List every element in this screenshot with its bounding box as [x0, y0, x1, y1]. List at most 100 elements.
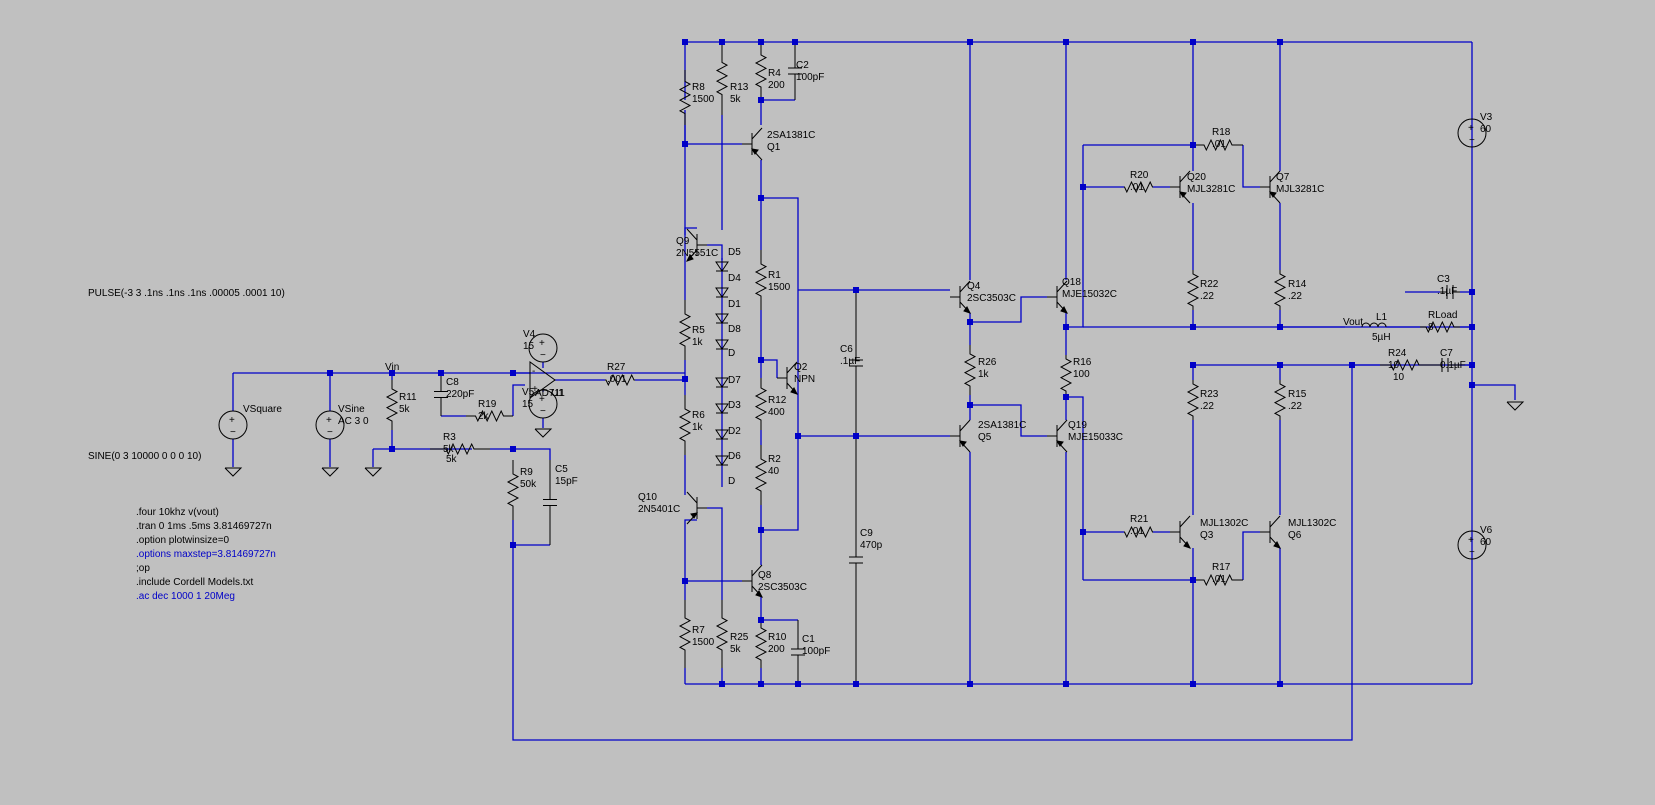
- r23-value-label: .22: [1200, 401, 1214, 412]
- resistor-icon[interactable]: [754, 620, 768, 668]
- resistor-icon[interactable]: [430, 442, 490, 456]
- resistor-icon[interactable]: [1124, 180, 1153, 194]
- npn-transistor-icon[interactable]: [1260, 515, 1281, 549]
- diode-icon[interactable]: [715, 403, 729, 414]
- r13-ref-label: R13: [730, 82, 749, 93]
- resistor-icon[interactable]: [506, 460, 520, 520]
- voltage-source-icon[interactable]: +−: [528, 333, 558, 363]
- resistor-icon[interactable]: [385, 380, 399, 430]
- junction-dot: [795, 433, 801, 439]
- opamp-icon[interactable]: -+: [529, 361, 556, 399]
- resistor-icon[interactable]: [466, 409, 513, 423]
- u1-value-label: AD711: [535, 388, 565, 399]
- resistor-icon[interactable]: [678, 70, 692, 125]
- q3-ref-label: Q3: [1200, 530, 1214, 541]
- resistor-icon[interactable]: [1380, 358, 1430, 372]
- resistor-icon[interactable]: [605, 373, 635, 387]
- pnp-transistor-icon[interactable]: [1047, 419, 1068, 453]
- resistor-icon[interactable]: [1059, 355, 1073, 395]
- q19-value-label: MJE15033C: [1068, 432, 1123, 443]
- resistor-icon[interactable]: [715, 600, 729, 668]
- q6-value-label: MJL1302C: [1288, 518, 1336, 529]
- diode-icon[interactable]: [715, 377, 729, 388]
- d6-ref-label: D6: [728, 451, 741, 462]
- capacitor-icon[interactable]: [791, 620, 805, 684]
- diode-icon[interactable]: [715, 455, 729, 466]
- diode-icon[interactable]: [715, 429, 729, 440]
- c9-ref-label: C9: [860, 528, 873, 539]
- junction-dot: [510, 370, 516, 376]
- spice-directive: .option plotwinsize=0: [136, 535, 230, 546]
- diode-icon[interactable]: [715, 313, 729, 324]
- resistor-icon[interactable]: [1420, 320, 1460, 334]
- capacitor-icon[interactable]: [849, 290, 863, 436]
- junction-dot: [1063, 39, 1069, 45]
- d5-ref-label: D5: [728, 247, 741, 258]
- voltage-source-icon[interactable]: +−: [1457, 118, 1487, 148]
- c8-ref-label: C8: [446, 377, 459, 388]
- resistor-icon[interactable]: [1193, 573, 1243, 587]
- r12-value-label: 400: [768, 407, 785, 418]
- capacitor-icon[interactable]: [1440, 285, 1460, 299]
- resistor-icon[interactable]: [754, 445, 768, 505]
- junction-dot: [1469, 289, 1475, 295]
- npn-transistor-icon[interactable]: [777, 361, 798, 395]
- resistor-icon[interactable]: [1193, 138, 1243, 152]
- capacitor-icon[interactable]: [543, 460, 557, 545]
- r4-ref-label: R4: [768, 68, 781, 79]
- resistor-icon[interactable]: [1124, 525, 1153, 539]
- resistor-icon[interactable]: [715, 42, 729, 115]
- resistor-icon[interactable]: [754, 42, 768, 100]
- diode-icon[interactable]: [715, 287, 729, 298]
- diode-icon[interactable]: [715, 261, 729, 272]
- capacitor-icon[interactable]: [788, 42, 802, 100]
- npn-transistor-icon[interactable]: [686, 228, 707, 262]
- r9-ref-label: R9: [520, 467, 533, 478]
- pnp-transistor-icon[interactable]: [1260, 170, 1281, 204]
- resistor-icon[interactable]: [754, 250, 768, 310]
- r7-ref-label: R7: [692, 625, 705, 636]
- resistor-icon[interactable]: [1273, 270, 1287, 310]
- r26-ref-label: R26: [978, 357, 997, 368]
- pnp-transistor-icon[interactable]: [1170, 170, 1191, 204]
- pnp-transistor-icon[interactable]: [950, 419, 971, 453]
- voltage-source-icon[interactable]: +−: [315, 410, 345, 440]
- resistor-icon[interactable]: [1186, 270, 1200, 310]
- junction-dot: [853, 433, 859, 439]
- resistor-icon[interactable]: [1186, 380, 1200, 420]
- voltage-source-icon[interactable]: +−: [218, 410, 248, 440]
- resistor-icon[interactable]: [678, 300, 692, 360]
- rload-ref-label: RLoad: [1428, 310, 1457, 321]
- r11-value-label: 5k: [399, 404, 411, 415]
- npn-transistor-icon[interactable]: [742, 564, 763, 598]
- resistor-icon[interactable]: [1273, 380, 1287, 420]
- voltage-source-icon[interactable]: +−: [528, 389, 558, 419]
- npn-transistor-icon[interactable]: [1047, 280, 1068, 314]
- c3-ref-label: C3: [1437, 274, 1450, 285]
- junction-dot: [853, 681, 859, 687]
- d2-ref-label: D2: [728, 426, 741, 437]
- q4-value-label: 2SC3503C: [967, 293, 1016, 304]
- spice-directive: .four 10khz v(vout): [136, 507, 219, 518]
- resistor-icon[interactable]: [963, 345, 977, 395]
- c8-value-label: 220pF: [446, 389, 474, 400]
- capacitor-icon[interactable]: [849, 436, 863, 684]
- d4-ref-label: D4: [728, 273, 741, 284]
- ground-icon: [364, 467, 383, 477]
- inductor-icon[interactable]: [1361, 322, 1387, 328]
- npn-transistor-icon[interactable]: [1170, 515, 1191, 549]
- resistor-icon[interactable]: [678, 395, 692, 455]
- diode-icon[interactable]: [715, 339, 729, 350]
- capacitor-icon[interactable]: [1430, 358, 1460, 372]
- resistor-icon[interactable]: [678, 600, 692, 668]
- pnp-transistor-icon[interactable]: [686, 491, 707, 525]
- capacitor-icon[interactable]: [434, 373, 448, 416]
- voltage-source-icon[interactable]: +−: [1457, 530, 1487, 560]
- r20-value-label: .01: [1130, 182, 1144, 193]
- minus-sign: −: [1469, 547, 1475, 558]
- r8-ref-label: R8: [692, 82, 705, 93]
- npn-transistor-icon[interactable]: [950, 280, 971, 314]
- pnp-transistor-icon[interactable]: [742, 127, 763, 161]
- resistor-icon[interactable]: [754, 378, 768, 430]
